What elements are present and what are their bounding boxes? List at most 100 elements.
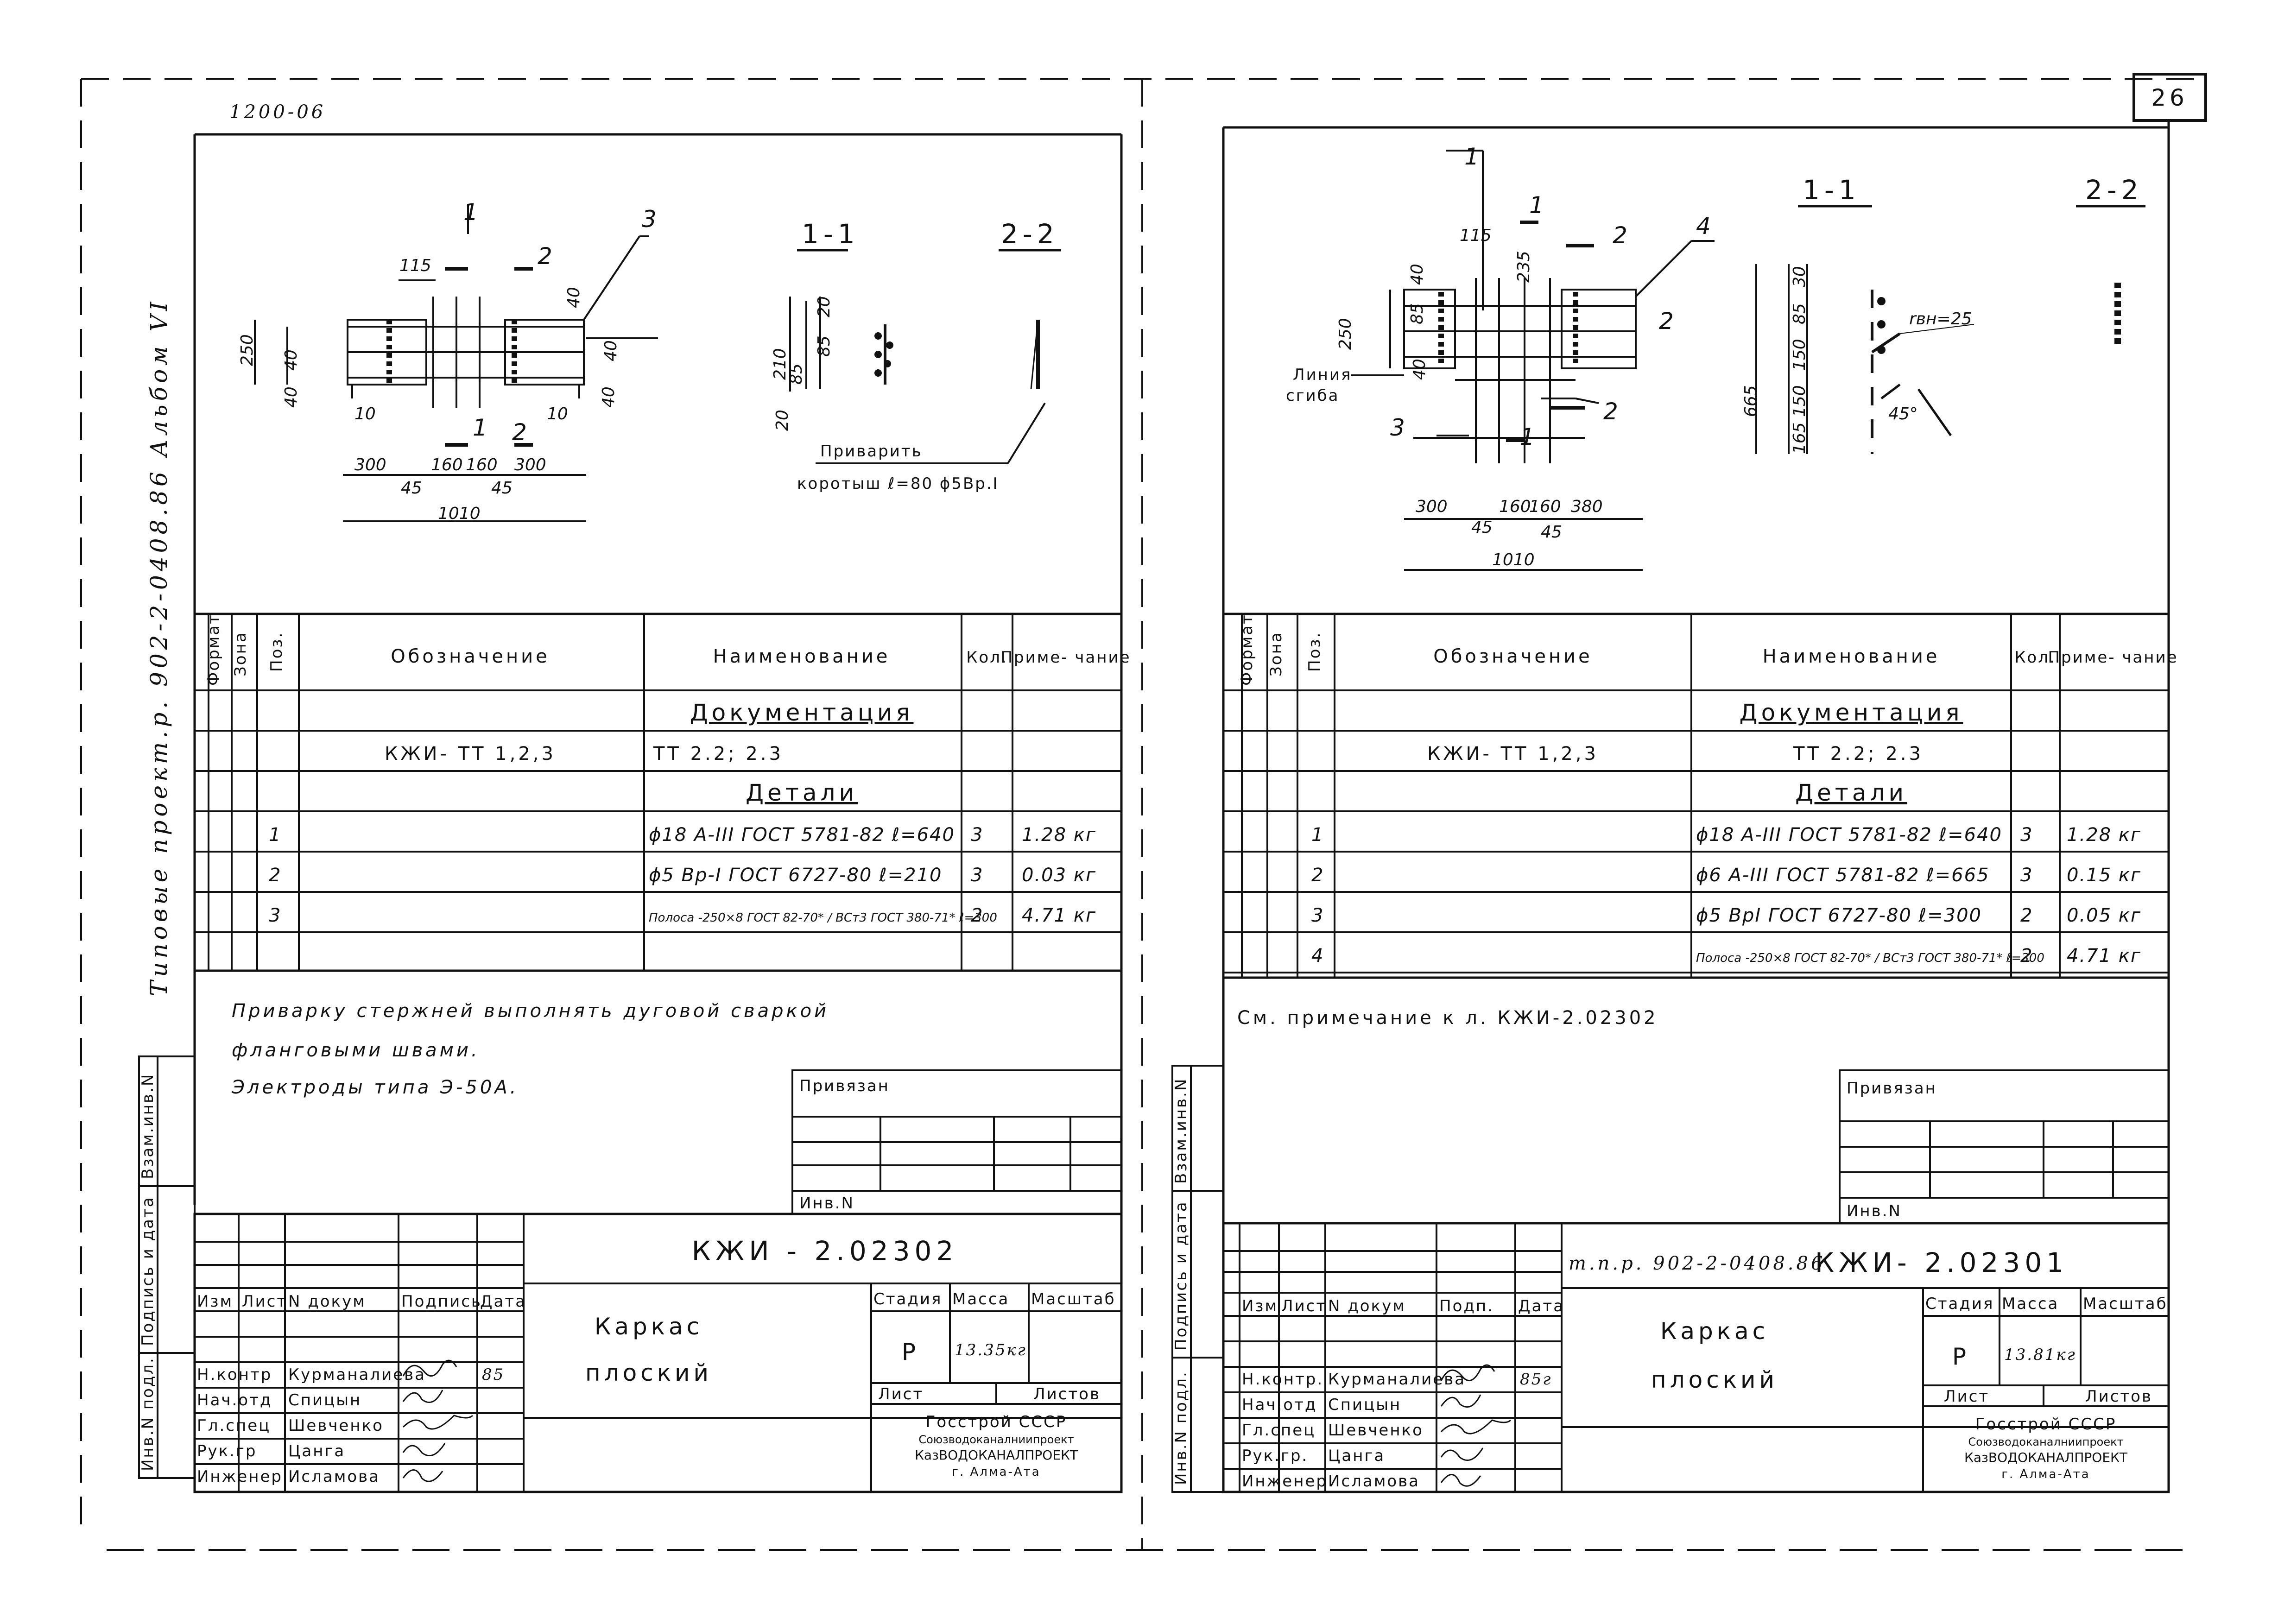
svg-text:Инженер: Инженер <box>1242 1472 1328 1491</box>
top-code: 1200-06 <box>229 101 326 123</box>
svg-text:4.71 кг: 4.71 кг <box>2067 945 2141 967</box>
svg-text:фланговыми швами.: фланговыми швами. <box>232 1040 480 1061</box>
svg-text:Обозначение: Обозначение <box>391 646 550 667</box>
svg-text:КазВОДОКАНАЛПРОЕКТ: КазВОДОКАНАЛПРОЕКТ <box>915 1447 1078 1463</box>
svg-text:85: 85 <box>815 335 834 357</box>
svg-text:1010: 1010 <box>438 504 481 523</box>
svg-text:Исламова: Исламова <box>288 1467 380 1486</box>
svg-text:2: 2 <box>1311 865 1326 886</box>
svg-text:250: 250 <box>238 334 257 366</box>
svg-text:2: 2 <box>2020 905 2035 926</box>
svg-text:20: 20 <box>773 410 792 431</box>
plan-callouts: 1 2 3 1 2 <box>463 199 657 446</box>
svg-text:2-2: 2-2 <box>2085 174 2143 206</box>
svg-text:150: 150 <box>1790 339 1809 371</box>
svg-text:3: 3 <box>269 905 283 926</box>
svg-text:13.81кг: 13.81кг <box>2004 1346 2076 1364</box>
svg-text:Подпись и дата: Подпись и дата <box>1172 1201 1190 1351</box>
svg-text:Кол.: Кол. <box>2014 648 2056 667</box>
svg-text:Р: Р <box>1952 1343 1970 1370</box>
side-label: Типовые проект.р. 902-2-0408.86 Альбом V… <box>146 298 172 996</box>
svg-text:1-1: 1-1 <box>802 218 860 250</box>
svg-text:ТТ 2.2; 2.3: ТТ 2.2; 2.3 <box>1793 743 1924 765</box>
svg-text:ϕ18 А-III ГОСТ 5781-82 ℓ=640: ϕ18 А-III ГОСТ 5781-82 ℓ=640 <box>1696 824 2002 846</box>
svg-text:Лист: Лист <box>1944 1387 1989 1406</box>
svg-text:Листов: Листов <box>1033 1385 1101 1403</box>
section-2-2-right: 2-2 <box>2076 174 2145 345</box>
svg-text:Формат: Формат <box>204 613 223 686</box>
svg-text:40: 40 <box>601 340 620 361</box>
notes-left: Приварку стержней выполнять дуговой свар… <box>231 1000 826 1098</box>
svg-text:ϕ5 Вр-I ГОСТ 6727-80 ℓ=210: ϕ5 Вр-I ГОСТ 6727-80 ℓ=210 <box>649 865 942 886</box>
svg-text:КЖИ- ТТ 1,2,3: КЖИ- ТТ 1,2,3 <box>1427 743 1599 765</box>
plan-dimensions: 115 250 40 40 10 10 40 40 40 300 160 160… <box>238 256 620 523</box>
svg-text:N докум: N докум <box>1328 1297 1406 1315</box>
svg-text:Каркас: Каркас <box>1660 1318 1769 1345</box>
weld-note-1: Приварить <box>820 442 923 461</box>
svg-text:ϕ6 А-III ГОСТ 5781-82 ℓ=665: ϕ6 А-III ГОСТ 5781-82 ℓ=665 <box>1696 865 1990 886</box>
svg-text:КазВОДОКАНАЛПРОЕКТ: КазВОДОКАНАЛПРОЕКТ <box>1964 1450 2128 1465</box>
svg-text:ТТ 2.2; 2.3: ТТ 2.2; 2.3 <box>653 743 784 765</box>
svg-text:Зона: Зона <box>231 631 250 676</box>
svg-text:40: 40 <box>282 349 301 371</box>
svg-text:Н.контр: Н.контр <box>197 1365 272 1384</box>
svg-text:4.71 кг: 4.71 кг <box>1022 905 1096 926</box>
svg-text:40: 40 <box>599 386 618 408</box>
svg-text:плоский: плоский <box>585 1359 712 1386</box>
svg-text:160: 160 <box>431 455 463 474</box>
svg-text:Шевченко: Шевченко <box>1328 1421 1424 1440</box>
svg-text:2: 2 <box>1603 398 1622 425</box>
svg-text:Масса: Масса <box>952 1290 1009 1308</box>
svg-text:45: 45 <box>401 479 422 498</box>
svg-text:1.28 кг: 1.28 кг <box>2067 824 2141 846</box>
svg-text:Зона: Зона <box>1267 631 1285 676</box>
doc-code-right: КЖИ- 2.02301 <box>1815 1247 2068 1278</box>
svg-text:0.05 кг: 0.05 кг <box>2067 905 2141 926</box>
svg-text:3: 3 <box>2020 865 2035 886</box>
svg-text:45: 45 <box>1471 518 1493 537</box>
svg-text:3: 3 <box>2020 824 2035 846</box>
svg-text:КЖИ- ТТ 1,2,3: КЖИ- ТТ 1,2,3 <box>385 743 556 765</box>
svg-text:1: 1 <box>1520 423 1538 450</box>
svg-text:Линия: Линия <box>1293 366 1352 384</box>
svg-text:ϕ5 ВрI ГОСТ 6727-80 ℓ=300: ϕ5 ВрI ГОСТ 6727-80 ℓ=300 <box>1696 905 1982 926</box>
sheet-number: 26 <box>2151 84 2188 111</box>
svg-text:Изм: Изм <box>1242 1297 1278 1315</box>
svg-text:Масштаб: Масштаб <box>2083 1295 2168 1313</box>
svg-text:3: 3 <box>971 865 985 886</box>
svg-text:Р: Р <box>902 1339 919 1365</box>
svg-text:rвн=25: rвн=25 <box>1909 310 1972 329</box>
svg-text:Инженер: Инженер <box>197 1467 283 1486</box>
svg-text:2-2: 2-2 <box>1001 218 1059 250</box>
svg-text:3: 3 <box>971 824 985 846</box>
svg-text:Гл.спец: Гл.спец <box>197 1416 271 1435</box>
svg-text:250: 250 <box>1336 318 1355 350</box>
svg-text:Масштаб: Масштаб <box>1031 1290 1116 1308</box>
svg-text:Стадия: Стадия <box>1925 1295 1994 1313</box>
svg-text:30: 30 <box>1790 266 1809 287</box>
svg-text:Союзводоканалниипроект: Союзводоканалниипроект <box>918 1433 1074 1446</box>
svg-text:Детали: Детали <box>1795 779 1907 806</box>
svg-text:Курманалиева: Курманалиева <box>1328 1370 1466 1389</box>
svg-text:сгиба: сгиба <box>1286 386 1339 405</box>
note-right: См. примечание к л. КЖИ-2.02302 <box>1237 1007 1658 1029</box>
svg-text:Обозначение: Обозначение <box>1433 646 1593 667</box>
svg-text:Полоса -250×8 ГОСТ 82-70* / ВС: Полоса -250×8 ГОСТ 82-70* / ВСт3 ГОСТ 38… <box>649 911 997 925</box>
svg-text:1010: 1010 <box>1492 550 1535 569</box>
svg-text:Масса: Масса <box>2002 1295 2059 1313</box>
svg-text:Приме- чание: Приме- чание <box>1000 648 1131 667</box>
signatures-left <box>403 1360 473 1481</box>
svg-text:Наименование: Наименование <box>1763 646 1940 667</box>
svg-text:2: 2 <box>971 905 985 926</box>
svg-text:Подпись и дата: Подпись и дата <box>139 1196 157 1346</box>
svg-text:Инв.N: Инв.N <box>1847 1202 1902 1220</box>
signatures-right <box>1441 1365 1511 1486</box>
svg-text:10: 10 <box>547 404 568 423</box>
svg-text:160: 160 <box>466 455 498 474</box>
svg-text:160: 160 <box>1499 497 1531 516</box>
svg-text:1.28 кг: 1.28 кг <box>1022 824 1096 846</box>
privyazan-block-left: Привязан Инв.N <box>792 1070 1121 1214</box>
svg-text:Н.контр.: Н.контр. <box>1242 1370 1323 1389</box>
svg-text:Инв.N подл.: Инв.N подл. <box>1172 1371 1190 1485</box>
svg-text:ϕ18 А-III ГОСТ 5781-82 ℓ=640: ϕ18 А-III ГОСТ 5781-82 ℓ=640 <box>649 824 955 846</box>
